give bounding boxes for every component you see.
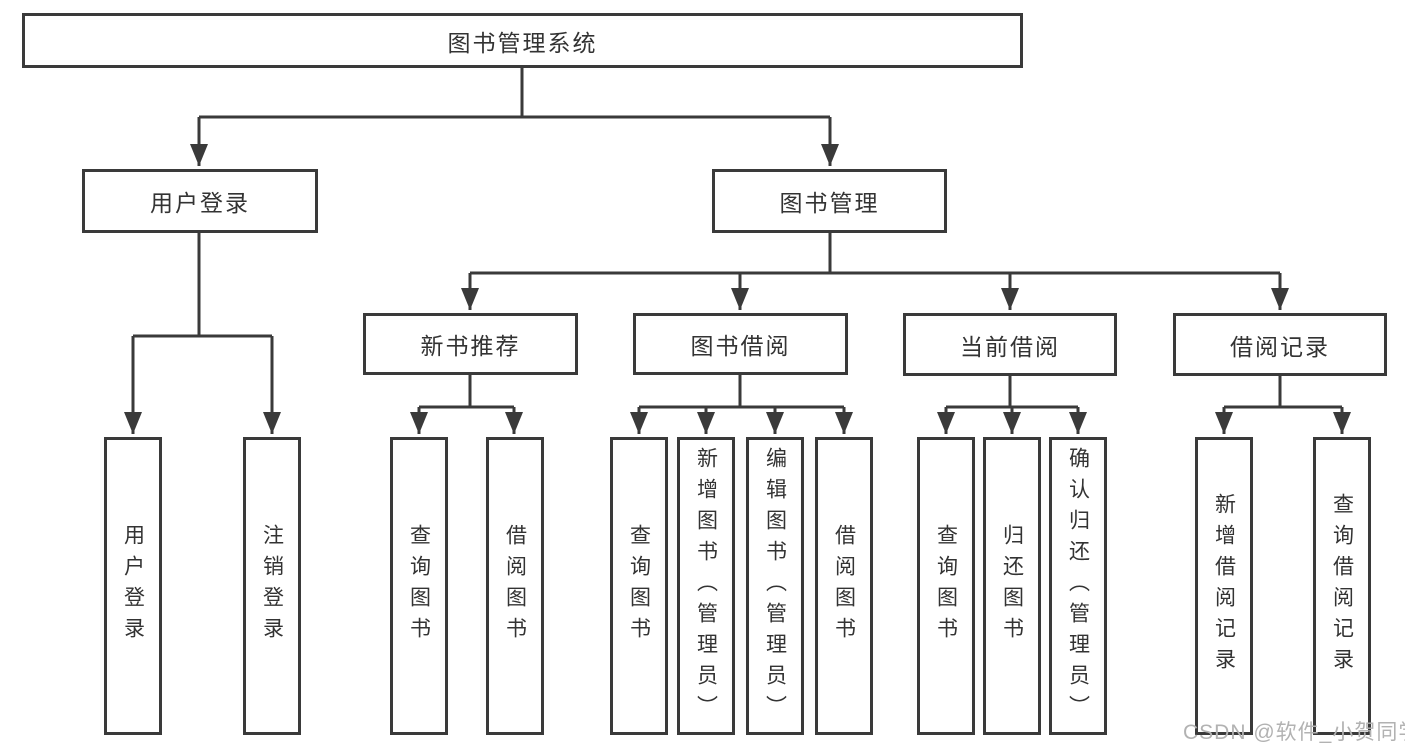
- leaf-edit-book-admin: 编辑图书（管理员）: [746, 437, 804, 735]
- leaf-label: 确认归还（管理员）: [1066, 446, 1090, 726]
- leaf-label: 注销登录: [260, 524, 284, 648]
- node-book-borrowing: 图书借阅: [633, 313, 848, 375]
- leaf-label: 查询图书: [627, 524, 651, 648]
- leaf-label: 借阅图书: [503, 524, 527, 648]
- leaf-label: 查询图书: [407, 524, 431, 648]
- leaf-user-login: 用户登录: [104, 437, 162, 735]
- node-book-management: 图书管理: [712, 169, 947, 233]
- leaf-query-books-current: 查询图书: [917, 437, 975, 735]
- node-user-login: 用户登录: [82, 169, 318, 233]
- connector-book-management: [461, 233, 1289, 310]
- connector-book-borrowing: [630, 375, 853, 434]
- connector-borrowing-records: [1215, 376, 1351, 434]
- leaf-query-borrow-record: 查询借阅记录: [1313, 437, 1371, 735]
- node-label: 图书管理: [779, 190, 880, 216]
- leaf-borrow-books-borrow: 借阅图书: [815, 437, 873, 735]
- leaf-label: 查询借阅记录: [1330, 493, 1354, 679]
- leaf-return-book: 归还图书: [983, 437, 1041, 735]
- node-label: 当前借阅: [960, 333, 1060, 360]
- node-label: 用户登录: [150, 190, 250, 216]
- leaf-label: 用户登录: [121, 524, 145, 648]
- leaf-add-book-admin: 新增图书（管理员）: [677, 437, 735, 735]
- leaf-label: 编辑图书（管理员）: [763, 446, 787, 726]
- connector-current-borrowing: [937, 376, 1087, 434]
- leaf-query-books-newbook: 查询图书: [390, 437, 448, 735]
- csdn-watermark: CSDN @软件_小贺同学: [1183, 721, 1405, 744]
- node-label: 图书借阅: [690, 333, 791, 359]
- connector-new-book-recommend: [410, 375, 523, 434]
- leaf-borrow-books-newbook: 借阅图书: [486, 437, 544, 735]
- leaf-add-borrow-record: 新增借阅记录: [1195, 437, 1253, 735]
- node-borrowing-records: 借阅记录: [1173, 313, 1387, 376]
- leaf-label: 查询图书: [934, 524, 958, 648]
- node-label: 新书推荐: [420, 333, 521, 359]
- connector-root: [190, 68, 839, 166]
- leaf-label: 归还图书: [1000, 524, 1024, 648]
- leaf-label: 新增借阅记录: [1212, 493, 1236, 679]
- node-label: 图书管理系统: [447, 29, 598, 56]
- leaf-query-books-borrow: 查询图书: [610, 437, 668, 735]
- connector-user-login: [124, 233, 281, 434]
- leaf-label: 借阅图书: [832, 524, 856, 648]
- node-new-book-recommend: 新书推荐: [363, 313, 578, 375]
- node-label: 借阅记录: [1230, 333, 1330, 360]
- node-current-borrowing: 当前借阅: [903, 313, 1117, 376]
- leaf-label: 新增图书（管理员）: [694, 446, 718, 726]
- node-root: 图书管理系统: [22, 13, 1023, 68]
- leaf-logout: 注销登录: [243, 437, 301, 735]
- leaf-confirm-return-admin: 确认归还（管理员）: [1049, 437, 1107, 735]
